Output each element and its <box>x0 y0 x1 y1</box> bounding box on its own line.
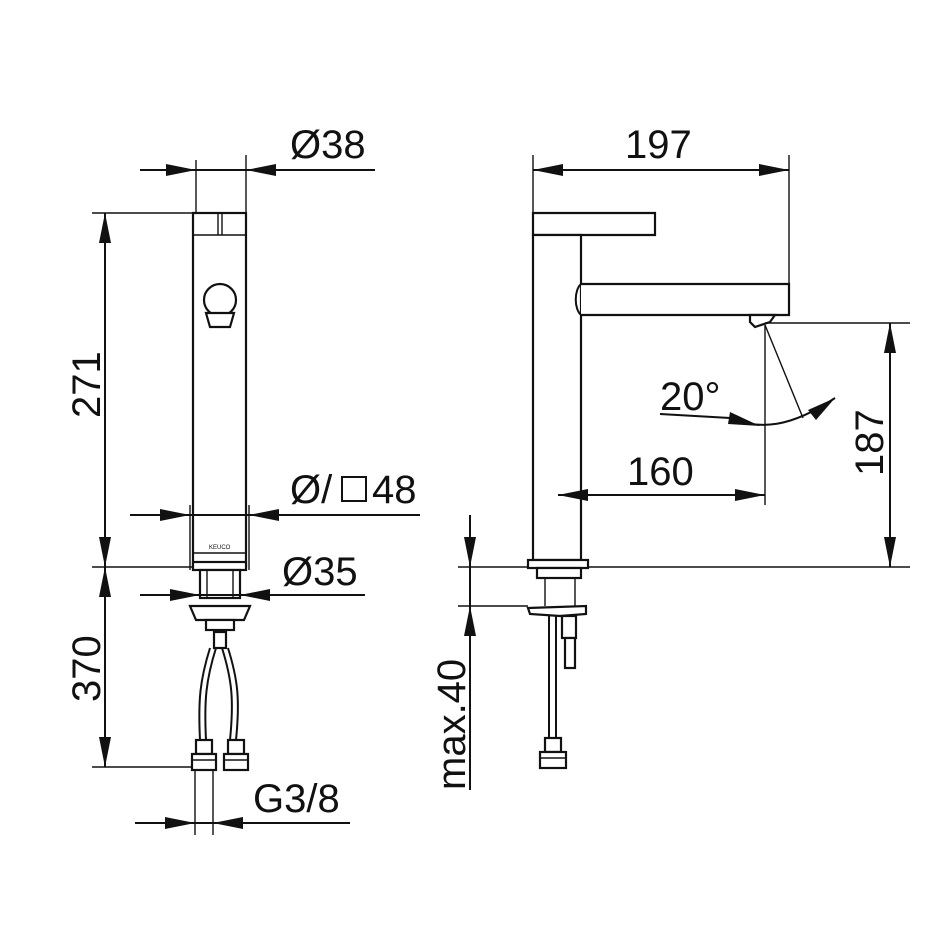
dim-front-height: 271 <box>65 351 109 418</box>
front-dimensions: Ø38 271 Ø/ 48 Ø35 370 G3/8 <box>65 123 420 835</box>
front-view: KEUCO <box>188 211 252 772</box>
faucet-body-front <box>191 211 248 569</box>
hose-right <box>227 647 239 741</box>
lever-side <box>531 211 657 237</box>
dim-counter-thickness: max.40 <box>430 659 474 790</box>
faucet-body-side <box>531 233 583 562</box>
shank-front <box>198 568 242 600</box>
dim-hose-length: 370 <box>65 635 109 702</box>
dim-spout-diameter: Ø38 <box>290 123 366 167</box>
dim-overall-reach: 197 <box>625 123 692 167</box>
aerator <box>748 313 778 329</box>
square-symbol-icon <box>341 476 367 502</box>
connector-left <box>190 752 218 772</box>
lever-knob <box>202 282 238 318</box>
dim-connection-thread: G3/8 <box>253 777 340 821</box>
side-dimensions: 197 187 20° 160 max.40 <box>430 123 910 790</box>
dim-shank-diameter: Ø35 <box>282 550 358 594</box>
hose-left <box>198 647 211 741</box>
side-view <box>526 211 791 770</box>
dim-spout-reach: 160 <box>627 450 694 494</box>
dim-base-prefix: Ø/ <box>290 468 333 512</box>
brand-mark: KEUCO <box>209 545 231 551</box>
connector-right <box>222 752 250 772</box>
mounting-nut-side <box>526 604 588 618</box>
spout <box>581 282 791 317</box>
mounting-nut <box>188 604 252 622</box>
dim-base-value: 48 <box>372 468 417 512</box>
dim-spout-height: 187 <box>848 409 892 476</box>
dim-spout-angle: 20° <box>660 375 721 419</box>
connector-side <box>538 750 568 770</box>
